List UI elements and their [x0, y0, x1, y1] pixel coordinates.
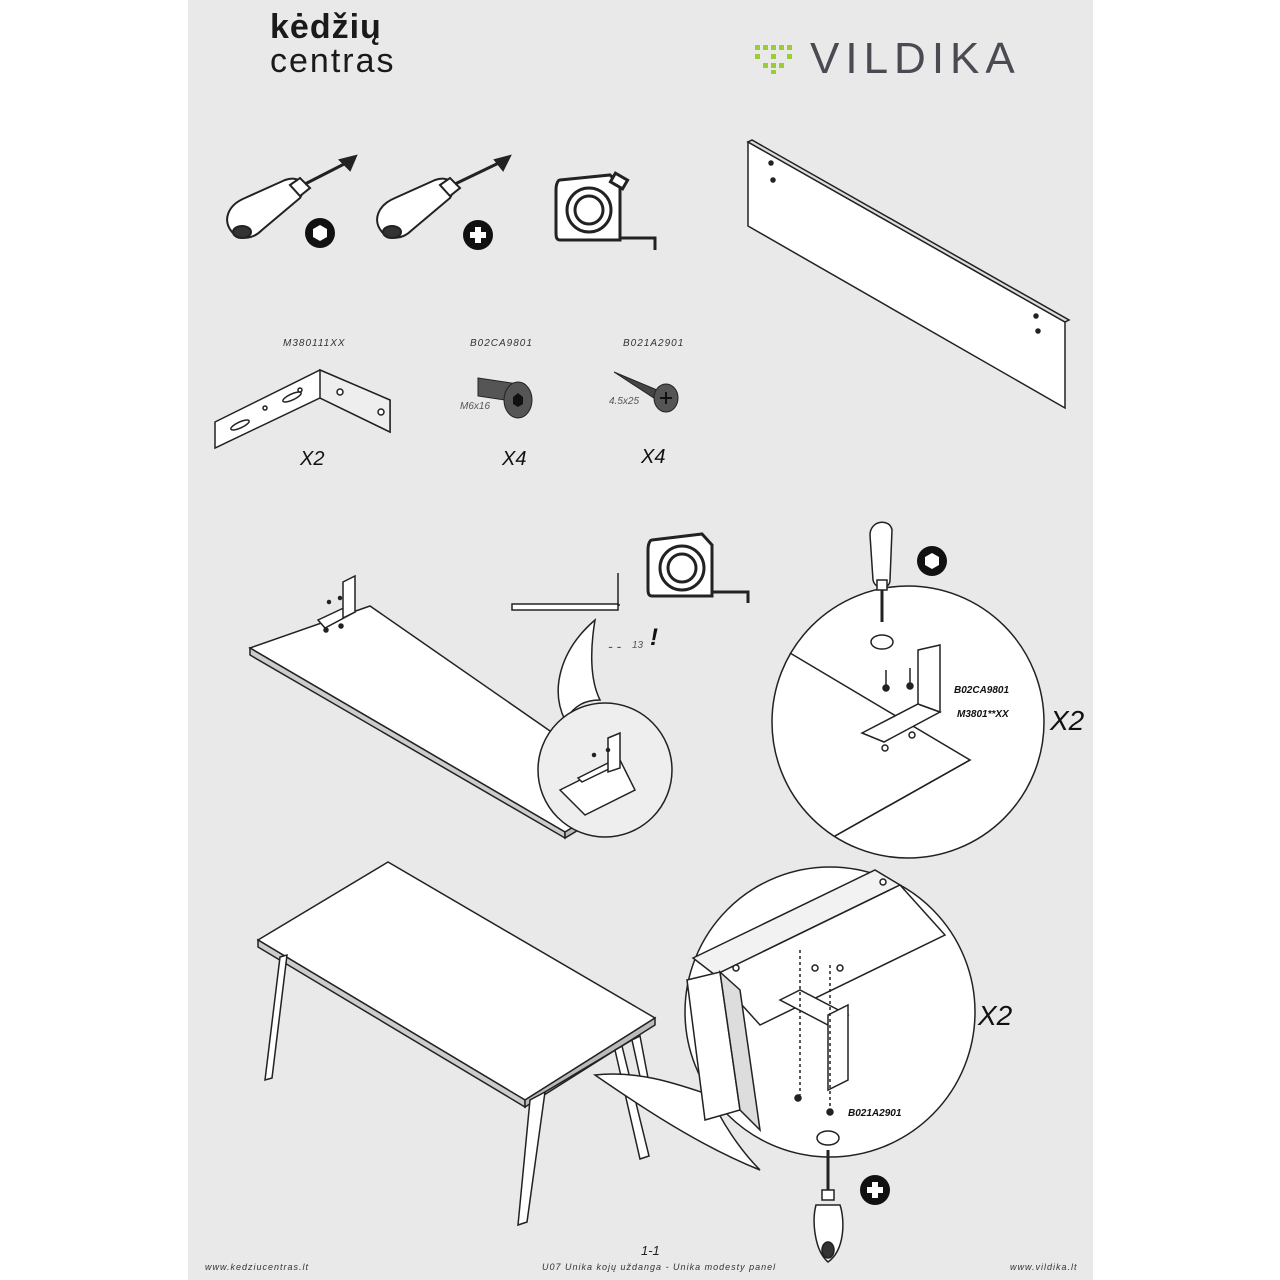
step2-quantity: X2: [978, 1000, 1013, 1031]
bracket-quantity: X2: [300, 448, 325, 470]
part-code-bolt: B02CA9801: [470, 338, 533, 349]
modesty-panel-drawing: [746, 139, 1071, 410]
plus-bit-icon: [463, 220, 493, 250]
hex-screwdriver-vertical-icon: [869, 521, 894, 650]
hex-bit-icon-2: [917, 546, 947, 576]
plus-bit-icon-2: [860, 1175, 890, 1205]
bolt-size: M6x16: [460, 401, 491, 412]
part-code-screw: B021A2901: [623, 338, 685, 349]
tape-measure-icon-2: [646, 532, 750, 603]
step1-quantity: X2: [1050, 705, 1085, 736]
callout-bracket-code: M3801**XX: [957, 709, 1009, 720]
bolt-icon: [477, 377, 533, 419]
phillips-screwdriver-vertical-icon: [813, 1150, 844, 1263]
callout-bolt-code: B02CA9801: [954, 685, 1010, 696]
brand-left-name: kėdžių: [270, 8, 382, 46]
measure-marker: - -: [608, 638, 622, 654]
hex-bit-icon: [305, 218, 335, 248]
page-number: 1-1: [641, 1243, 660, 1258]
screw-size: 4.5x25: [609, 396, 640, 407]
screw-icon: [613, 371, 679, 413]
measure-value: 13: [632, 640, 644, 651]
callout-screw-code: B021A2901: [848, 1108, 902, 1119]
bolt-quantity: X4: [502, 448, 527, 470]
warning-mark: !: [650, 624, 658, 651]
hex-screwdriver-icon: [226, 154, 358, 239]
bracket-icon: [214, 368, 391, 450]
part-code-bracket: M380111XX: [283, 338, 346, 349]
footer-description: U07 Unika kojų uždanga - Unika modesty p…: [542, 1262, 777, 1272]
brand-left-subname: centras: [270, 42, 396, 80]
tape-measure-icon: [554, 171, 657, 250]
brand-right-name: VILDIKA: [810, 34, 1021, 83]
screw-quantity: X4: [641, 446, 666, 468]
phillips-screwdriver-icon: [376, 154, 512, 239]
footer-website-left[interactable]: www.kedziucentras.lt: [205, 1262, 310, 1272]
footer-website-right[interactable]: www.vildika.lt: [1010, 1262, 1078, 1272]
